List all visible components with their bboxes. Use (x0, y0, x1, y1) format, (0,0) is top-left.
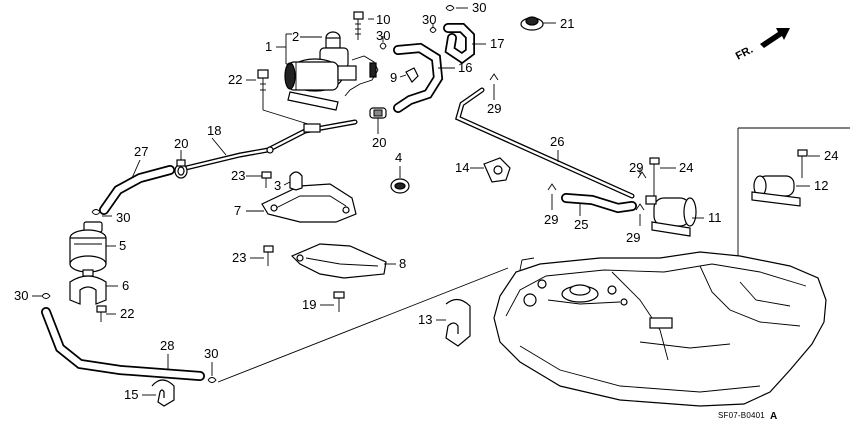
callout-19: 19 (302, 297, 316, 312)
callout-29-d: 29 (626, 230, 640, 245)
fuel-hose-28 (41, 307, 205, 381)
callout-12: 12 (814, 178, 828, 193)
callout-17: 17 (490, 36, 504, 51)
bolt-23-upper (261, 171, 272, 188)
fuel-hose-25 (561, 193, 637, 214)
callout-29-c: 29 (544, 212, 558, 227)
callout-15: 15 (124, 387, 138, 402)
fuel-hose-16 (393, 42, 444, 113)
clamp-20-right (369, 107, 387, 119)
callout-2: 2 (292, 29, 299, 44)
callout-26: 26 (550, 134, 564, 149)
callout-22-b: 22 (120, 306, 134, 321)
bolt-23-lower (263, 245, 274, 266)
callout-20-b: 20 (372, 135, 386, 150)
callout-30-a: 30 (376, 28, 390, 43)
callout-11: 11 (708, 210, 722, 225)
clamp-20-left (174, 159, 188, 179)
callout-9: 9 (390, 70, 397, 85)
filter-bracket-6 (69, 275, 107, 305)
bracket-7 (261, 183, 357, 223)
callout-3: 3 (274, 178, 281, 193)
callout-13: 13 (418, 312, 432, 327)
callout-30-c: 30 (472, 0, 486, 15)
shield-8 (290, 243, 387, 279)
callout-21: 21 (560, 16, 574, 31)
drawing-code: SF07-B0401 (718, 411, 765, 420)
callout-24-a: 24 (679, 160, 693, 175)
front-direction-arrow (760, 28, 790, 48)
callout-7: 7 (234, 203, 241, 218)
clip-29-left (547, 183, 557, 191)
callout-30-e: 30 (14, 288, 28, 303)
fuel-line-26 (455, 87, 635, 199)
callout-30-b: 30 (422, 12, 436, 27)
callout-18: 18 (207, 123, 221, 138)
callout-30-f: 30 (204, 346, 218, 361)
fuel-hose-27 (99, 165, 175, 215)
clamp-13 (445, 298, 471, 347)
callout-5: 5 (119, 238, 126, 253)
callout-28: 28 (160, 338, 174, 353)
callout-23-a: 23 (231, 168, 245, 183)
front-direction-label: FR. (734, 44, 755, 63)
callout-22-a: 22 (228, 72, 242, 87)
callout-30-d: 30 (116, 210, 130, 225)
callout-8: 8 (399, 256, 406, 271)
callout-27: 27 (134, 144, 148, 159)
clip-30-far-left (41, 293, 51, 299)
callout-labels: 1 2 10 30 30 30 21 17 16 9 22 29 18 20 2… (14, 0, 838, 422)
clip-29-mid (637, 171, 647, 179)
callout-29-a: 29 (487, 101, 501, 116)
clip-30-hose28 (207, 377, 217, 383)
clamp-14 (483, 157, 511, 183)
inset-panel (737, 127, 850, 330)
callout-4: 4 (395, 150, 402, 165)
callout-29-b: 29 (629, 160, 643, 175)
fuel-tank (493, 251, 827, 407)
clip-30-top (445, 5, 455, 11)
fuel-cap-4 (390, 178, 410, 194)
drawing-suffix: A (770, 411, 777, 422)
canister-11 (645, 195, 697, 237)
bolt-19 (333, 291, 345, 312)
clip-30-filter (91, 209, 101, 215)
callout-23-b: 23 (232, 250, 246, 265)
clamp-15 (151, 379, 175, 407)
cap-21 (520, 16, 544, 31)
clamp-3 (289, 171, 303, 191)
fuel-line-18 (183, 119, 358, 171)
bolt-24 (649, 157, 660, 196)
clip-9 (405, 67, 419, 83)
clip-29-top (489, 73, 499, 81)
fuel-filter-5 (69, 221, 107, 277)
callout-10: 10 (376, 12, 390, 27)
fuel-pump-assembly (257, 11, 379, 111)
callout-20-a: 20 (174, 136, 188, 151)
clip-30-hose16 (379, 42, 387, 50)
callout-25: 25 (574, 217, 588, 232)
bolt-22-lower (96, 305, 107, 322)
callout-16: 16 (458, 60, 472, 75)
clip-30-17 (429, 27, 437, 33)
callout-14: 14 (455, 160, 469, 175)
callout-24-b: 24 (824, 148, 838, 163)
callout-1: 1 (265, 39, 272, 54)
clip-29-low (635, 203, 645, 211)
callout-6: 6 (122, 278, 129, 293)
fuel-hose-17 (443, 23, 475, 65)
